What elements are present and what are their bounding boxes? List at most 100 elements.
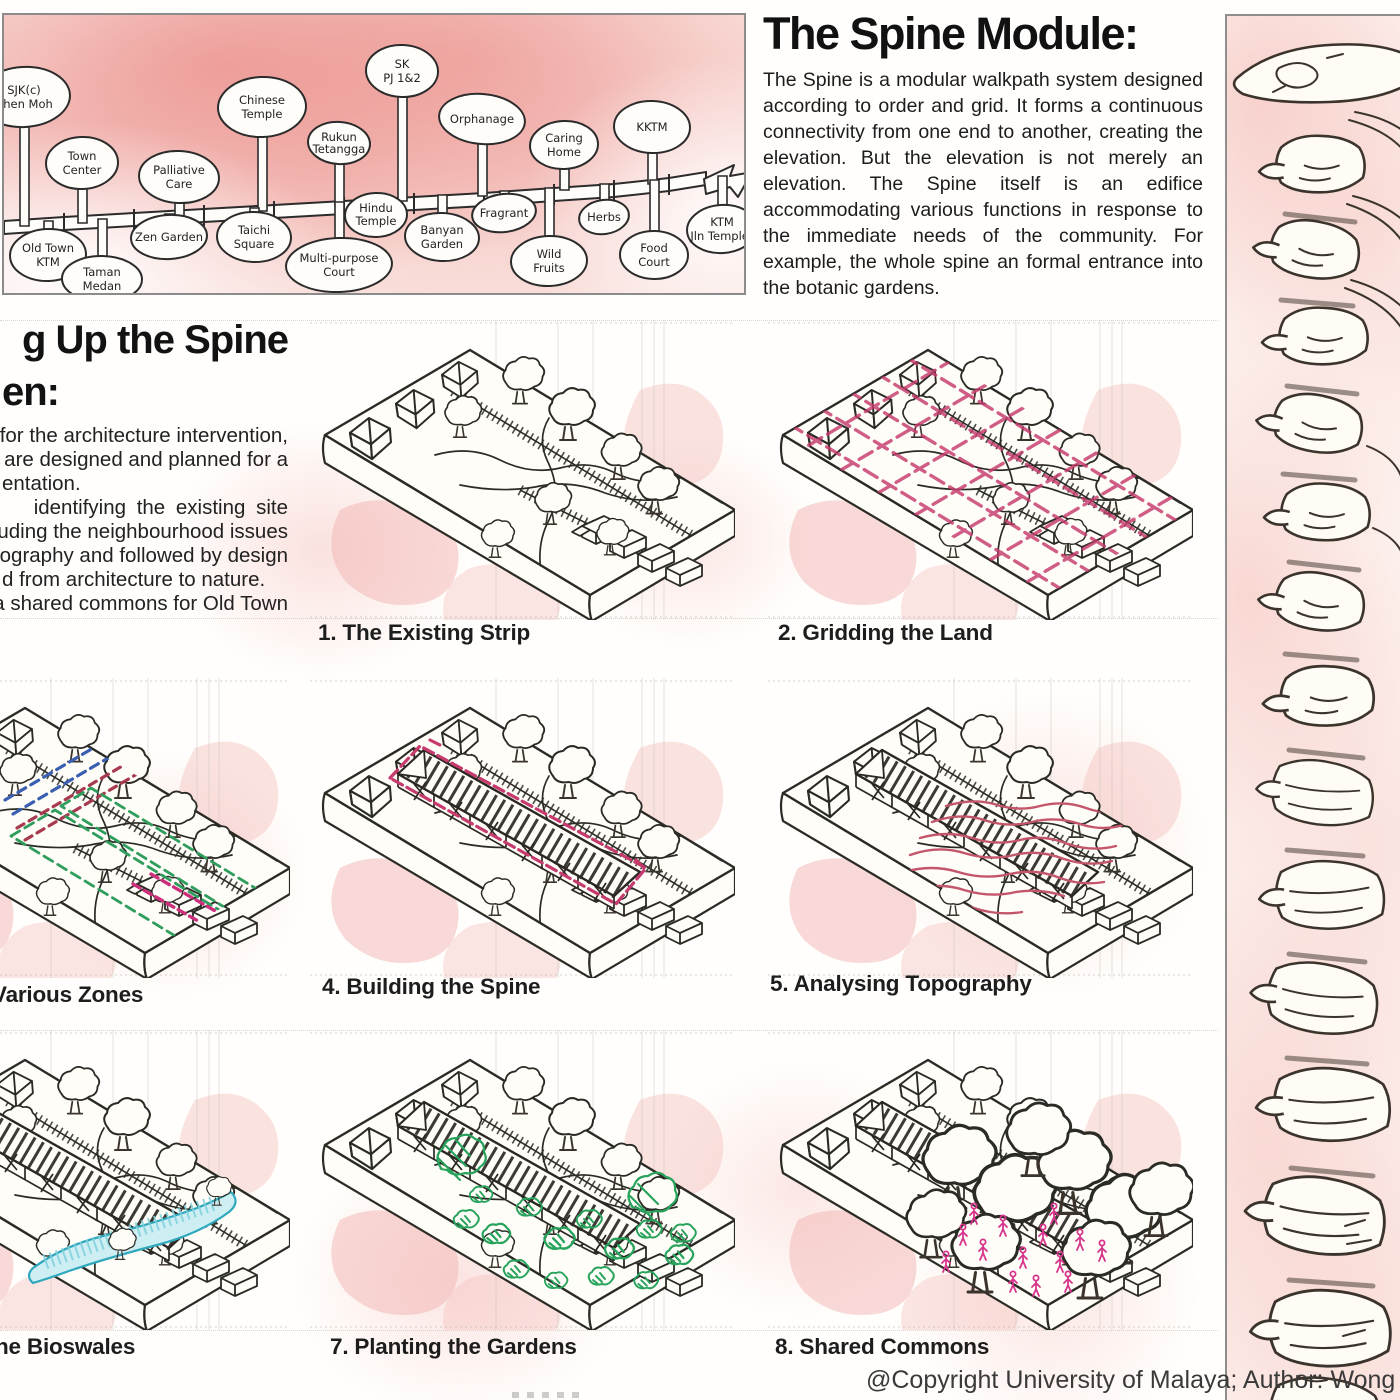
svg-text:Herbs: Herbs	[587, 210, 621, 224]
copyright-credit: @Copyright University of Malaya; Author:…	[866, 1366, 1396, 1394]
step-panel-7-planting	[310, 1030, 735, 1330]
page-title: The Spine Module:	[763, 8, 1139, 59]
map-bubble: SJK(c)Chen Moh	[4, 65, 71, 227]
vertebra	[1246, 1285, 1394, 1372]
vertebra	[1232, 43, 1400, 104]
map-bubble: Zen Garden	[130, 213, 208, 261]
svg-text:SK: SK	[395, 57, 410, 71]
vertebra	[1261, 479, 1373, 545]
rib-curves	[1344, 111, 1400, 552]
svg-text:Court: Court	[638, 255, 670, 269]
step-caption-2: 2. Gridding the Land	[778, 620, 993, 645]
body-line: uding the neighbourhood issues	[0, 520, 288, 543]
svg-text:Garden: Garden	[421, 237, 463, 251]
step-caption-3: Various Zones	[0, 982, 144, 1007]
svg-text:Care: Care	[166, 177, 193, 191]
disc-lines	[1278, 211, 1376, 1289]
vertebral-column-illustration	[1225, 14, 1400, 1400]
map-bubble: Orphanage	[438, 92, 526, 197]
vertebra	[1250, 215, 1363, 283]
svg-text:PJ 1&2: PJ 1&2	[383, 71, 421, 85]
step-panel-4-building-spine	[310, 678, 735, 978]
svg-text:SJK(c): SJK(c)	[7, 83, 41, 97]
svg-text:Palliative: Palliative	[153, 163, 205, 177]
step-caption-7: 7. Planting the Gardens	[330, 1334, 577, 1359]
svg-text:Medan: Medan	[83, 279, 122, 293]
svg-text:Temple: Temple	[355, 214, 397, 228]
svg-text:Orphanage: Orphanage	[450, 112, 514, 126]
step-panel-3-zones	[0, 678, 290, 978]
svg-text:Wild: Wild	[537, 247, 562, 261]
step-panel-1-existing-strip	[310, 320, 735, 620]
vertebra	[1246, 957, 1382, 1039]
vertebra	[1255, 855, 1388, 935]
body-line: entation.	[2, 472, 81, 495]
body-line: for the architecture intervention,	[0, 424, 288, 447]
svg-text:Old Town: Old Town	[22, 241, 74, 255]
vertebra	[1241, 1171, 1389, 1259]
svg-text:Tetangga: Tetangga	[312, 142, 366, 156]
svg-text:Center: Center	[63, 163, 102, 177]
guide-rule	[0, 1330, 1218, 1331]
body-line: ography and followed by design	[0, 544, 288, 567]
svg-text:Home: Home	[547, 145, 581, 159]
svg-text:Town: Town	[67, 149, 97, 163]
step-caption-4: 4. Building the Spine	[322, 974, 541, 999]
body-line: s are designed and planned for a	[0, 448, 288, 471]
svg-text:Jln Templer: Jln Templer	[689, 229, 744, 243]
section-heading-line: g Up the Spine	[22, 318, 289, 362]
vertebra	[1252, 388, 1366, 458]
body-line: d from architecture to nature.	[2, 568, 266, 591]
cut-off-text-sliver	[512, 1392, 582, 1398]
map-bubble: Herbs	[578, 183, 630, 236]
intro-paragraph: The Spine is a modular walkpath system d…	[763, 69, 1203, 299]
svg-text:Hindu: Hindu	[359, 201, 393, 215]
step-panel-5-topography	[768, 678, 1193, 978]
svg-text:Fragrant: Fragrant	[480, 206, 529, 220]
step-panel-2-gridding	[768, 320, 1193, 620]
vertebra	[1258, 660, 1378, 733]
guide-rule	[0, 320, 1218, 321]
map-bubble: Fragrant	[471, 190, 537, 234]
body-line: identifying the existing site	[33, 496, 288, 519]
svg-text:Fruits: Fruits	[533, 261, 565, 275]
vertebra	[1255, 567, 1368, 635]
svg-text:Multi-purpose: Multi-purpose	[300, 251, 379, 265]
vertebra	[1252, 1063, 1393, 1147]
step-caption-8: 8. Shared Commons	[775, 1334, 990, 1359]
svg-text:KTM: KTM	[710, 215, 734, 229]
step-caption-6: he Bioswales	[0, 1334, 136, 1359]
sketch-details	[1296, 1219, 1372, 1383]
map-bubble: KKTM	[613, 99, 691, 185]
svg-text:Court: Court	[323, 265, 355, 279]
svg-text:Food: Food	[640, 241, 668, 255]
title-block: The Spine Module: The Spine is a modular…	[763, 8, 1203, 301]
step-caption-1: 1. The Existing Strip	[318, 620, 531, 645]
body-line: a shared commons for Old Town	[0, 592, 288, 615]
svg-text:Banyan: Banyan	[420, 223, 463, 237]
vertebra	[1258, 302, 1371, 370]
step-panel-6-bioswales	[0, 1030, 290, 1330]
vertebra	[1253, 756, 1376, 829]
guide-rule	[0, 1030, 1218, 1031]
svg-text:KKTM: KKTM	[636, 120, 667, 134]
step-panel-8-commons	[768, 1030, 1193, 1330]
svg-text:Rukun: Rukun	[321, 130, 357, 144]
section-heading-line: en:	[2, 370, 60, 414]
svg-text:Taman: Taman	[82, 265, 121, 279]
